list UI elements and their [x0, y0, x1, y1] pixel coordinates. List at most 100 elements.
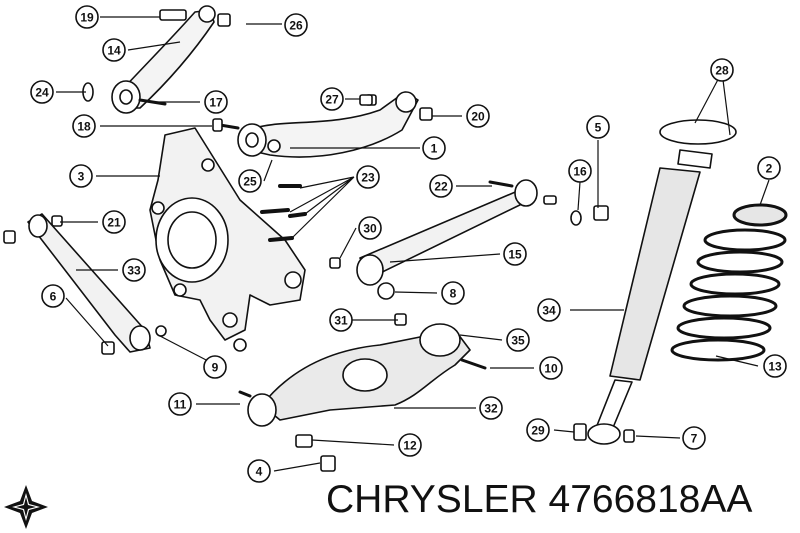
callout-number: 27 [325, 93, 339, 107]
pentastar-icon [4, 485, 48, 529]
callout-number: 28 [715, 64, 729, 78]
callout-27: 27 [320, 87, 344, 111]
callout-number: 18 [77, 120, 91, 134]
callout-24: 24 [30, 80, 54, 104]
toe-link-15 [329, 179, 557, 300]
callout-number: 32 [484, 402, 498, 416]
parts-drawing [3, 5, 788, 472]
callout-circle [441, 281, 465, 305]
callout-number: 16 [573, 165, 587, 179]
callout-circle [537, 298, 561, 322]
callout-number: 15 [508, 248, 522, 262]
callout-circle [30, 80, 54, 104]
callout-number: 14 [107, 44, 121, 58]
callout-4: 4 [247, 459, 271, 483]
callout-25: 25 [238, 169, 262, 193]
callout-10: 10 [539, 356, 563, 380]
callout-number: 30 [363, 222, 377, 236]
part-caption: CHRYSLER 4766818AA [326, 478, 796, 528]
callout-14: 14 [102, 38, 126, 62]
callout-28: 28 [710, 58, 734, 82]
callout-circle [204, 90, 228, 114]
callout-7: 7 [682, 426, 706, 450]
callout-circle [247, 459, 271, 483]
callout-18: 18 [72, 114, 96, 138]
upper-control-arm-14 [82, 5, 231, 114]
callout-circle [329, 308, 353, 332]
callout-9: 9 [203, 355, 227, 379]
callout-number: 35 [511, 334, 525, 348]
callout-number: 29 [531, 424, 545, 438]
callout-3: 3 [69, 164, 93, 188]
callout-circle [506, 328, 530, 352]
callout-29: 29 [526, 418, 550, 442]
part-number: 4766818AA [548, 478, 753, 521]
callout-circle [72, 114, 96, 138]
callout-number: 8 [450, 287, 457, 301]
callout-leaders [56, 16, 770, 472]
bolts-23 [260, 184, 307, 242]
callout-circle [763, 354, 787, 378]
callout-circle [539, 356, 563, 380]
callout-15: 15 [503, 242, 527, 266]
callout-number: 34 [542, 304, 556, 318]
callout-number: 26 [289, 19, 303, 33]
callout-number: 24 [35, 86, 49, 100]
callout-35: 35 [506, 328, 530, 352]
callout-13: 13 [763, 354, 787, 378]
callout-circle [122, 258, 146, 282]
callout-22: 22 [429, 174, 453, 198]
knuckle-3 [149, 127, 306, 352]
callout-21: 21 [102, 210, 126, 234]
callout-19: 19 [75, 5, 99, 29]
callout-circle [526, 418, 550, 442]
callout-circle [682, 426, 706, 450]
lower-control-arm-32 [238, 313, 487, 472]
callout-number: 20 [471, 110, 485, 124]
callout-circle [466, 104, 490, 128]
callout-circle [422, 136, 446, 160]
callout-circle [710, 58, 734, 82]
callout-12: 12 [398, 433, 422, 457]
callout-number: 4 [256, 465, 263, 479]
callout-number: 5 [595, 121, 602, 135]
callout-11: 11 [168, 392, 192, 416]
callout-number: 21 [107, 216, 121, 230]
callout-circle [75, 5, 99, 29]
callout-8: 8 [441, 281, 465, 305]
callout-circle [168, 392, 192, 416]
callout-circle [69, 164, 93, 188]
callout-number: 2 [766, 162, 773, 176]
callout-bubbles: 19 26 14 24 1 7 27 20 18 13 25 23 22 28 5 16 2 21 30 15 33 8 6… [30, 5, 787, 483]
callout-circle [238, 169, 262, 193]
callout-5: 5 [586, 115, 610, 139]
hardware-fasteners [359, 94, 609, 226]
callout-20: 20 [466, 104, 490, 128]
callout-number: 6 [50, 290, 57, 304]
callout-circle [284, 13, 308, 37]
callout-number: 1 [431, 142, 438, 156]
callout-33: 33 [122, 258, 146, 282]
callout-circle [358, 216, 382, 240]
callout-31: 31 [329, 308, 353, 332]
callout-circle [503, 242, 527, 266]
callout-number: 9 [212, 361, 219, 375]
callout-circle [102, 38, 126, 62]
callout-number: 19 [80, 11, 94, 25]
callout-circle [356, 165, 380, 189]
callout-circle [757, 156, 781, 180]
trailing-link-33 [3, 213, 167, 355]
callout-number: 33 [127, 264, 141, 278]
callout-circle [479, 396, 503, 420]
callout-circle [429, 174, 453, 198]
callout-circle [568, 159, 592, 183]
callout-number: 22 [434, 180, 448, 194]
callout-number: 31 [334, 314, 348, 328]
callout-26: 26 [284, 13, 308, 37]
coil-spring-13 [670, 203, 788, 362]
callout-23: 23 [356, 165, 380, 189]
callout-32: 32 [479, 396, 503, 420]
callout-circle [320, 87, 344, 111]
callout-number: 10 [544, 362, 558, 376]
callout-number: 12 [403, 439, 417, 453]
